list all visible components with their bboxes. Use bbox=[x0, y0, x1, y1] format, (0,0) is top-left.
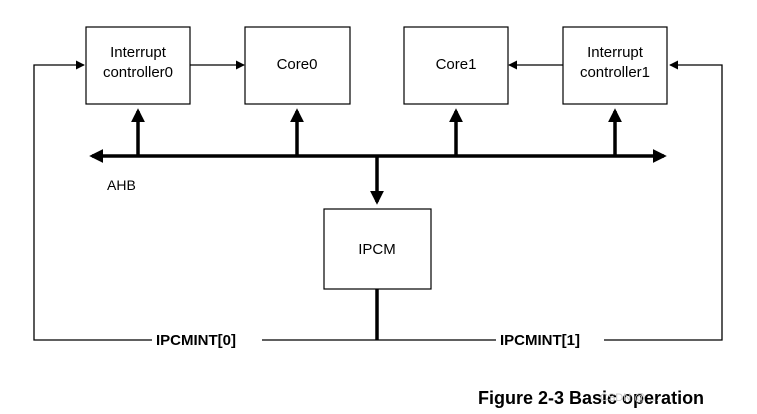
ipcm-box bbox=[323, 208, 432, 290]
interrupt-controller1-label-line2: controller1 bbox=[580, 64, 650, 81]
ipcm-label: IPCM bbox=[358, 241, 396, 258]
interrupt-controller1-label-line1: Interrupt bbox=[587, 44, 644, 61]
watermark: CSDN @ … bbox=[600, 392, 660, 404]
interrupt-controller0-box bbox=[85, 26, 191, 105]
interrupt-controller1-box bbox=[562, 26, 668, 105]
interrupt-controller0-label-line1: Interrupt bbox=[110, 44, 167, 61]
ipcmint1-label: IPCMINT[1] bbox=[500, 332, 580, 349]
ipcmint0-label: IPCMINT[0] bbox=[156, 332, 236, 349]
core0-label: Core0 bbox=[277, 56, 318, 73]
interrupt-controller0-label-line2: controller0 bbox=[103, 64, 173, 81]
core1-label: Core1 bbox=[436, 56, 477, 73]
ahb-label: AHB bbox=[107, 177, 136, 193]
figure-caption: Figure 2-3 Basic operation bbox=[478, 388, 705, 408]
ipcmint1-line-right bbox=[604, 60, 723, 341]
core0-box bbox=[244, 26, 351, 105]
core1-box bbox=[403, 26, 509, 105]
ipcmint0-line-left bbox=[33, 60, 152, 341]
